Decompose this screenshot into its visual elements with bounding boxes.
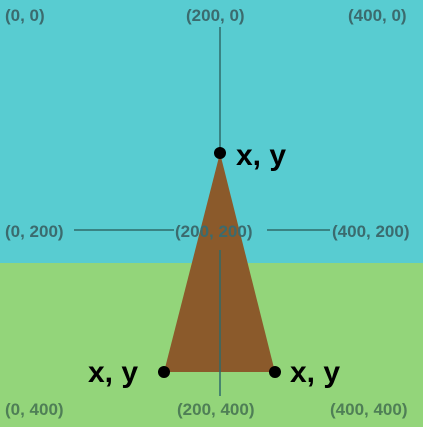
coord-label-bottom-right: (400, 400) — [330, 400, 408, 419]
coord-label-top-center: (200, 0) — [186, 6, 245, 25]
coord-label-middle-right: (400, 200) — [332, 222, 410, 241]
coord-label-bottom-center: (200, 400) — [177, 400, 255, 419]
bottom-right-point-label: x, y — [290, 356, 340, 389]
coord-label-top-left: (0, 0) — [5, 6, 45, 25]
bottom-left-point-label: x, y — [88, 356, 138, 389]
bottom-left-point — [158, 366, 170, 378]
coord-label-center: (200, 200) — [175, 222, 253, 241]
coord-label-middle-left: (0, 200) — [5, 222, 64, 241]
apex-point-label: x, y — [236, 139, 286, 172]
coord-label-bottom-left: (0, 400) — [5, 400, 64, 419]
coord-label-top-right: (400, 0) — [348, 6, 407, 25]
bottom-right-point — [269, 366, 281, 378]
apex-point — [214, 147, 226, 159]
